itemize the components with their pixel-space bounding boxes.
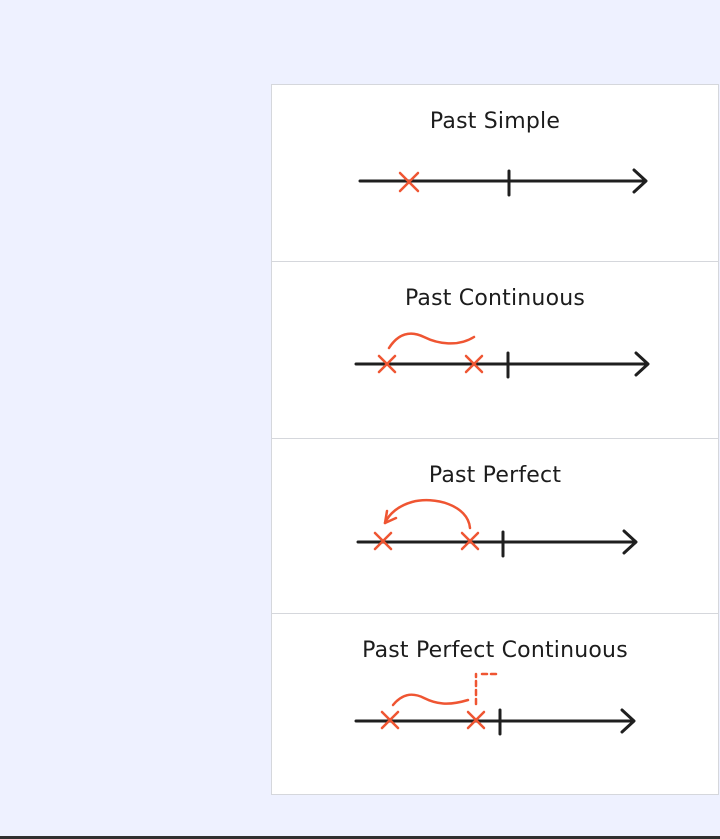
past-perfect-continuous-title: Past Perfect Continuous: [362, 638, 628, 663]
timeline-arrowhead-icon: [634, 351, 650, 377]
duration-wave-icon: [387, 332, 476, 350]
event-cross-icon: [464, 354, 484, 374]
dashed-marker-icon: [474, 672, 500, 706]
past-perfect-title: Past Perfect: [428, 463, 562, 488]
timeline-axis: [358, 168, 648, 197]
event-cross-icon: [377, 354, 397, 374]
past-simple-card: Past Simple: [272, 85, 718, 261]
past-continuous-timeline: [354, 332, 650, 379]
timeline-axis: [354, 708, 636, 736]
timeline-axis: [356, 529, 638, 558]
past-perfect-card: Past Perfect: [272, 438, 718, 613]
event-cross-icon: [460, 531, 480, 551]
past-simple-title: Past Simple: [429, 109, 561, 134]
past-continuous-title: Past Continuous: [404, 286, 586, 311]
bottom-border: [0, 836, 720, 839]
past-perfect-continuous-timeline: [354, 672, 636, 736]
event-cross-icon: [398, 171, 420, 193]
past-perfect-continuous-card: Past Perfect Continuous: [272, 613, 718, 796]
backward-arrow-icon: [383, 498, 472, 530]
event-cross-icon: [373, 531, 393, 551]
event-cross-icon: [466, 710, 486, 730]
past-perfect-timeline: [356, 498, 638, 558]
past-simple-timeline: [358, 168, 648, 197]
duration-wave-icon: [391, 693, 470, 707]
tense-timeline-panel: Past Simple Past Continuous Past Perfect: [271, 84, 719, 795]
event-cross-icon: [380, 710, 400, 730]
past-continuous-card: Past Continuous: [272, 261, 718, 438]
